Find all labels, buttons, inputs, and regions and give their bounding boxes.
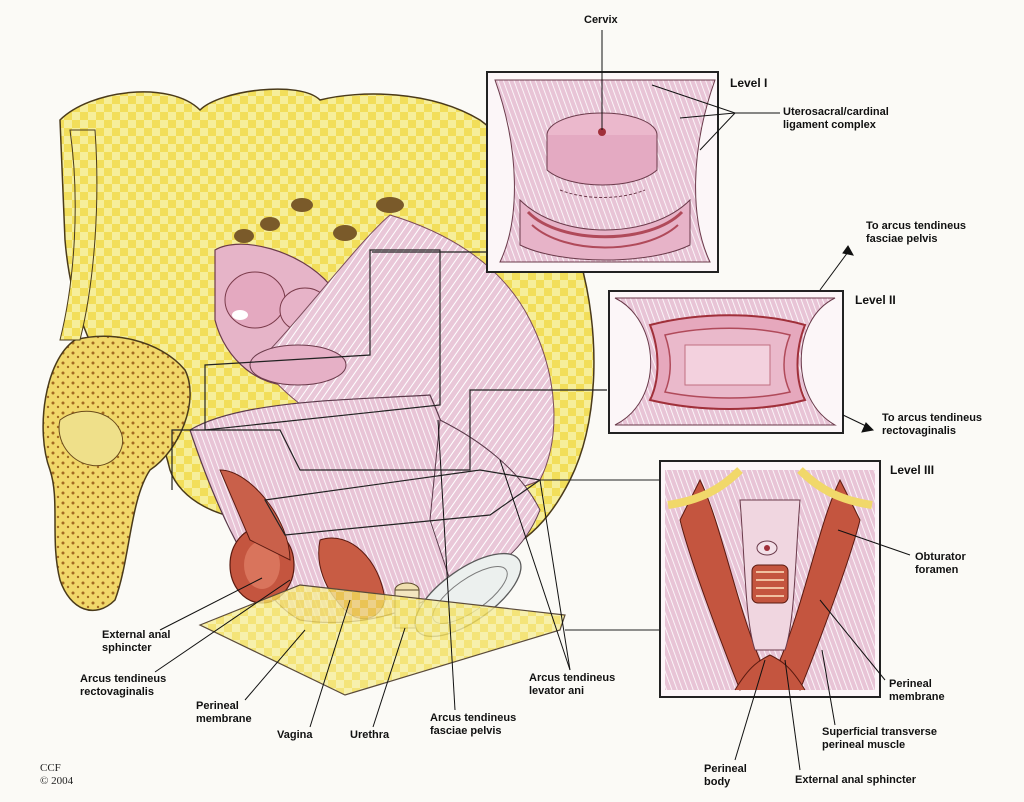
level3-plane <box>264 469 542 536</box>
label-superficial-transverse: Superficial transverse perineal muscle <box>822 726 937 751</box>
label-vagina: Vagina <box>277 729 313 741</box>
label-perineal-membrane-left: Perineal membrane <box>196 700 252 725</box>
level2-panel <box>608 290 844 434</box>
label-obturator-foramen: Obturator foramen <box>915 551 966 576</box>
label-level-1: Level I <box>730 76 768 90</box>
level3-panel <box>659 460 881 698</box>
femur-bone <box>42 335 191 611</box>
copyright-credit: CCF © 2004 <box>40 762 74 787</box>
leader-lines <box>154 30 911 771</box>
label-arcus-tendineus-fasciae-pelvis: Arcus tendineus fasciae pelvis <box>430 712 517 737</box>
label-to-arcus-rectovaginalis: To arcus tendineus rectovaginalis <box>882 412 983 437</box>
label-external-anal-sphincter-left: External anal sphincter <box>102 629 171 654</box>
label-level-2: Level II <box>855 293 896 307</box>
label-perineal-body: Perineal body <box>704 763 747 788</box>
label-arcus-tendineus-rectovaginalis: Arcus tendineus rectovaginalis <box>80 673 167 698</box>
label-external-anal-sphincter-right: External anal sphincter <box>795 774 917 786</box>
label-urethra: Urethra <box>350 729 390 741</box>
label-perineal-membrane-right: Perineal membrane <box>889 678 945 703</box>
label-arcus-tendineus-levator-ani: Arcus tendineus levator ani <box>529 672 616 697</box>
label-to-arcus-fasciae-pelvis: To arcus tendineus fasciae pelvis <box>866 220 967 245</box>
pelvis-main-view <box>42 88 660 696</box>
label-uterosacral-cardinal: Uterosacral/cardinal ligament complex <box>783 106 889 131</box>
label-cervix: Cervix <box>584 14 618 26</box>
label-level-3: Level III <box>890 463 935 477</box>
level2-plane <box>171 389 607 490</box>
